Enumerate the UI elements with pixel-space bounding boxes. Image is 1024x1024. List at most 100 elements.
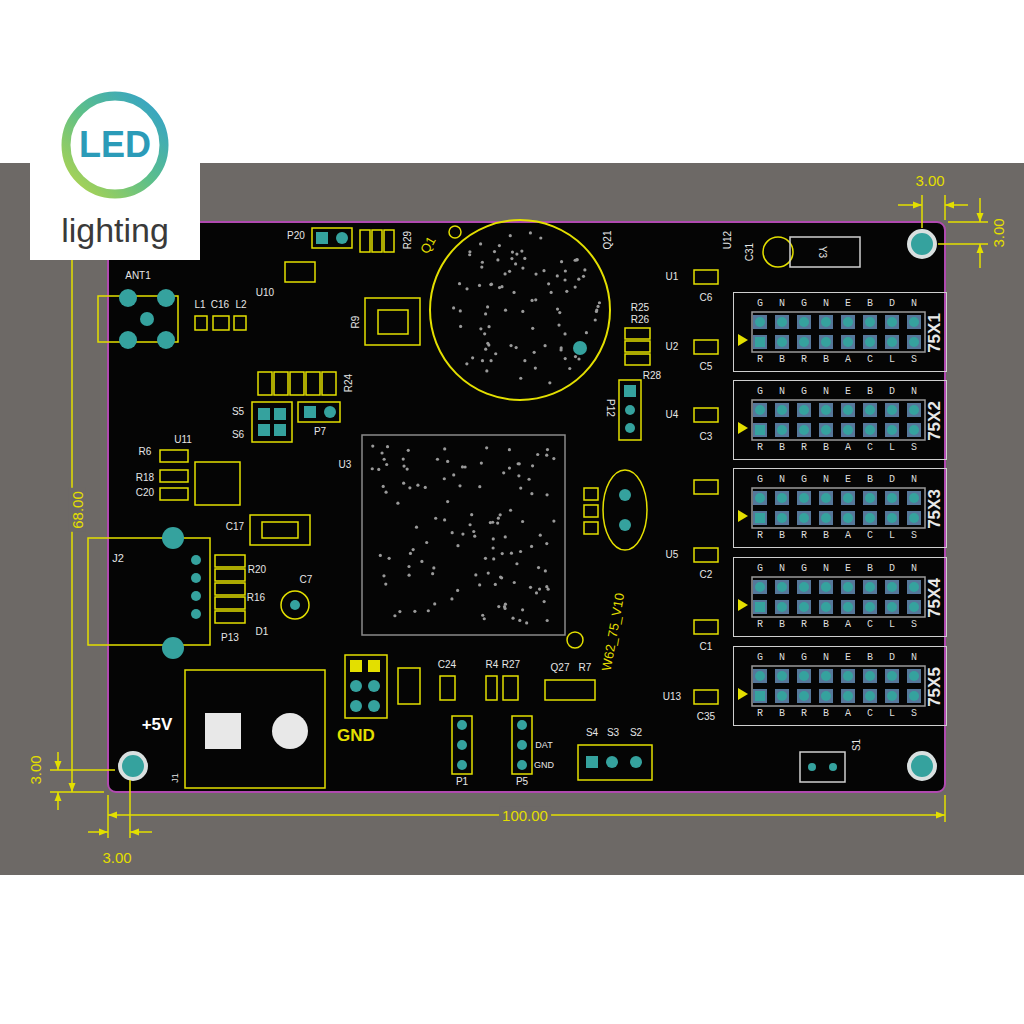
pin-name: B <box>867 475 873 485</box>
via <box>510 552 513 555</box>
via <box>519 487 522 490</box>
antenna-pad <box>157 331 175 349</box>
capacitor-outline <box>584 522 598 534</box>
pin-land <box>907 689 921 703</box>
square-pad <box>624 385 636 397</box>
pin-pad <box>865 425 875 435</box>
via <box>512 291 515 294</box>
pin-land <box>907 423 921 437</box>
designator: U12 <box>723 231 733 249</box>
capacitor-outline <box>584 488 598 500</box>
via <box>499 575 502 578</box>
via <box>489 521 492 524</box>
via <box>484 348 487 351</box>
pin-pad <box>887 337 897 347</box>
designator: U2 <box>666 342 679 352</box>
via <box>520 249 523 252</box>
pin-pad <box>799 317 809 327</box>
pin-pad <box>821 582 831 592</box>
via <box>458 282 461 285</box>
pin-pad <box>909 317 919 327</box>
dimension-line <box>948 221 988 223</box>
pin-pad <box>821 317 831 327</box>
logo-ring-shape <box>60 90 170 200</box>
pin-land <box>819 669 833 683</box>
pin-pad <box>909 602 919 612</box>
designator: C7 <box>300 575 313 585</box>
via <box>515 253 518 256</box>
via <box>380 451 383 454</box>
pin-pad <box>909 405 919 415</box>
pin-pad <box>755 405 765 415</box>
via <box>465 362 468 365</box>
pin-name: G <box>801 475 807 485</box>
pin-name: L <box>889 620 895 630</box>
designator: Q21 <box>603 231 613 250</box>
pin-land <box>819 511 833 525</box>
via <box>451 531 454 534</box>
designator: R18 <box>136 473 154 483</box>
via <box>452 473 455 476</box>
via <box>425 541 428 544</box>
designator: L1 <box>194 300 205 310</box>
pin-land <box>775 600 789 614</box>
dimension-line <box>60 221 104 223</box>
via <box>481 614 484 617</box>
via <box>396 502 399 505</box>
pin-pad <box>843 582 853 592</box>
chip-outline <box>362 435 565 635</box>
pin-pad <box>821 425 831 435</box>
resistor-outline <box>625 328 650 339</box>
connector-pin <box>191 609 201 619</box>
via <box>470 513 473 516</box>
via <box>456 589 459 592</box>
pin-pad <box>777 317 787 327</box>
pin-land <box>885 335 899 349</box>
buffer-ic-outline <box>694 270 718 284</box>
pin-one-pad <box>755 513 765 523</box>
designator: Q27 <box>551 663 570 673</box>
pin-name: C <box>867 709 873 719</box>
via <box>450 597 453 600</box>
pin-land <box>863 669 877 683</box>
via <box>432 566 435 569</box>
via <box>386 445 389 448</box>
pin-land <box>863 403 877 417</box>
pin-name: B <box>823 443 829 453</box>
pin-land <box>907 491 921 505</box>
pin-name: R <box>801 531 807 541</box>
pin-land <box>841 511 855 525</box>
resistor-outline <box>274 372 288 395</box>
signal-name: DAT <box>535 741 552 750</box>
pin-pad <box>821 671 831 681</box>
pin-pad <box>843 671 853 681</box>
crystal-outline <box>603 470 647 550</box>
via <box>560 346 563 349</box>
via <box>487 325 490 328</box>
via <box>398 610 401 613</box>
pin-land <box>775 423 789 437</box>
via <box>388 557 391 560</box>
pin-pad <box>865 337 875 347</box>
header-pin <box>517 740 527 750</box>
via <box>543 344 546 347</box>
pin-land <box>775 491 789 505</box>
pin-name: N <box>823 299 829 309</box>
pin-pad <box>777 582 787 592</box>
pin-pad <box>799 425 809 435</box>
via <box>471 356 474 359</box>
pin-name: B <box>867 653 873 663</box>
via <box>402 464 405 467</box>
pin-one-arrow <box>738 422 748 434</box>
pin-land <box>797 580 811 594</box>
via <box>487 571 490 574</box>
header-outline <box>512 716 532 774</box>
power-pad <box>272 713 308 749</box>
via <box>377 468 380 471</box>
designator: S5 <box>232 407 244 417</box>
dimension-line <box>71 222 73 792</box>
header-outline <box>252 402 292 442</box>
pin-pad <box>887 602 897 612</box>
pin-name: A <box>845 355 851 365</box>
logo-ring-outline <box>66 96 164 194</box>
